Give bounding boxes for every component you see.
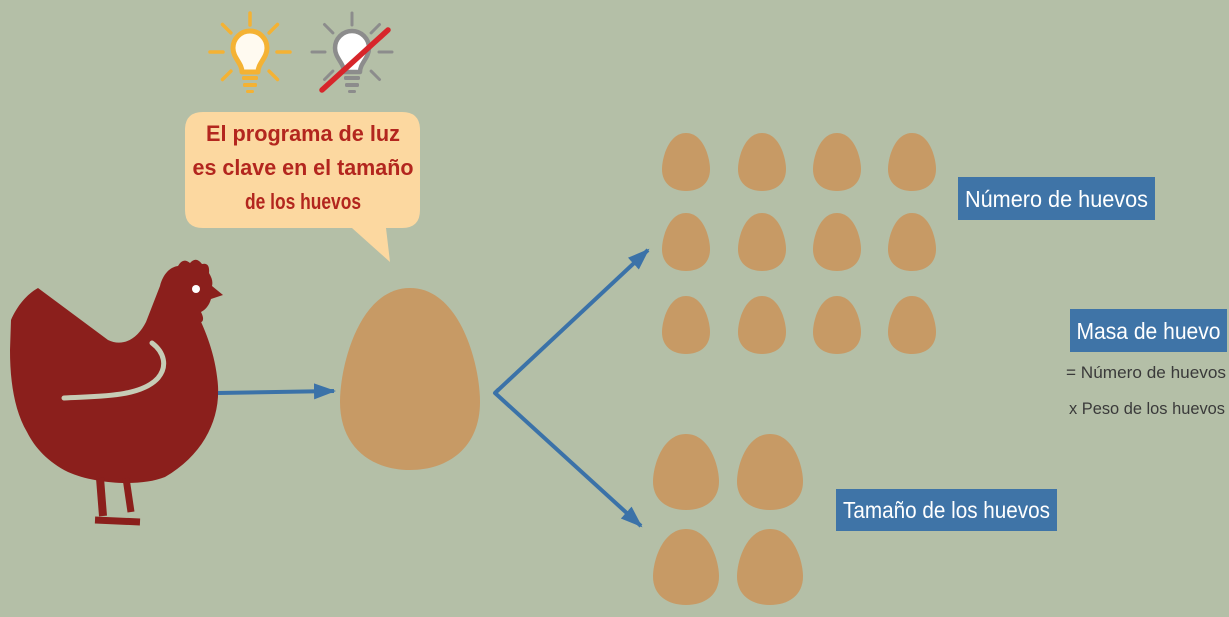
egg-size-label: Tamaño de los huevos	[836, 489, 1057, 531]
large-egg-icon	[737, 529, 803, 605]
large-egg-icon	[737, 434, 803, 510]
bubble-line-2: es clave en el tamaño	[193, 155, 414, 180]
bubble-line-1: El programa de luz	[206, 121, 400, 146]
lightbulb-off-icon	[310, 11, 394, 93]
arrow-to-egg-size	[493, 391, 643, 528]
lightbulb-on-icon	[208, 11, 292, 93]
hen-eye	[192, 285, 200, 293]
slash-icon	[319, 27, 391, 93]
egg-number-label-text: Número de huevos	[965, 186, 1148, 212]
egg-size-label-text: Tamaño de los huevos	[843, 497, 1050, 523]
speech-bubble: El programa de luz es clave en el tamaño…	[185, 112, 420, 262]
egg-size-group	[653, 434, 803, 605]
egg-icon	[738, 296, 786, 354]
egg-icon	[813, 133, 861, 191]
hen-icon	[10, 259, 223, 526]
single-egg-icon	[340, 288, 480, 470]
egg-icon	[662, 133, 710, 191]
egg-number-group	[662, 133, 936, 354]
egg-icon	[813, 213, 861, 271]
egg-icon	[738, 133, 786, 191]
egg-icon	[662, 296, 710, 354]
speech-bubble-shape	[185, 112, 420, 262]
egg-icon	[738, 213, 786, 271]
egg-number-label: Número de huevos	[958, 177, 1155, 220]
hen-wing	[61, 340, 167, 401]
egg-icon	[888, 133, 936, 191]
egg-icon	[813, 296, 861, 354]
egg-mass-formula-line-2: x Peso de los huevos	[1069, 399, 1225, 418]
bubble-line-3: de los huevos	[245, 189, 361, 214]
egg-mass-formula-line-1: = Número de huevos	[1066, 363, 1226, 382]
egg-mass-label-text: Masa de huevo	[1077, 318, 1221, 344]
large-egg-icon	[653, 529, 719, 605]
large-egg-icon	[653, 434, 719, 510]
egg-mass-label: Masa de huevo	[1070, 309, 1227, 352]
egg-icon	[888, 213, 936, 271]
egg-icon	[888, 296, 936, 354]
arrow-hen-to-egg	[217, 383, 336, 400]
arrow-to-egg-number	[493, 248, 650, 395]
egg-icon	[662, 213, 710, 271]
